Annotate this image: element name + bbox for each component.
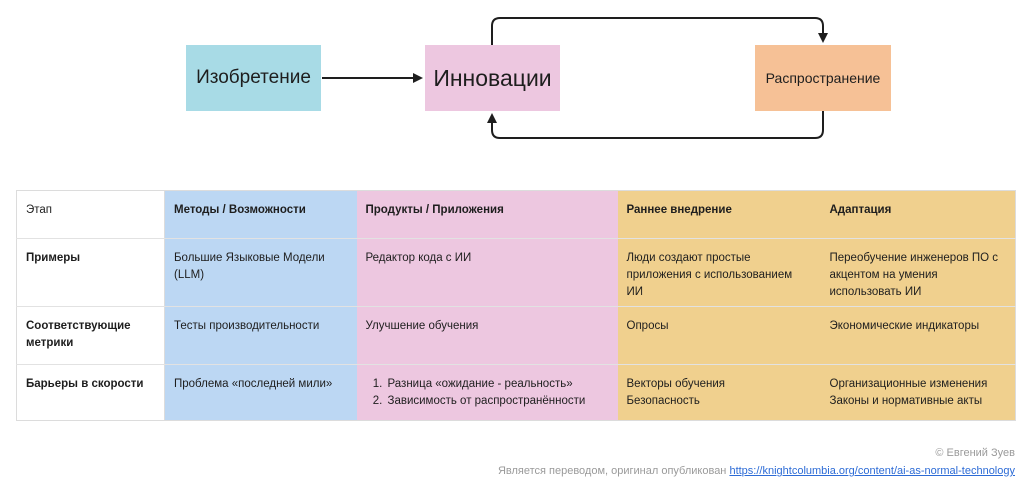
row-label-examples: Примеры (16, 238, 165, 307)
cell-metrics-methods: Тесты производительности (164, 306, 357, 365)
cell-metrics-early: Опросы (617, 306, 821, 365)
row-metrics: Соответствующие метрики Тесты производит… (16, 306, 1016, 365)
cell-examples-products: Редактор кода с ИИ (356, 238, 618, 307)
cell-line: Векторы обучения (626, 378, 726, 390)
cell-metrics-adaptation: Экономические индикаторы (820, 306, 1016, 365)
arrow-innovation-to-diffusion (491, 17, 828, 45)
row-label-metrics: Соответствующие метрики (16, 306, 165, 365)
cell-metrics-products: Улучшение обучения (356, 306, 618, 365)
cell-barriers-early: Векторы обучения Безопасность (617, 364, 821, 421)
source-prefix: Является переводом, оригинал опубликован (497, 465, 727, 477)
row-label-barriers: Барьеры в скорости (16, 364, 165, 421)
diffusion-box: Распространение (755, 45, 891, 111)
innovation-label: Инновации (433, 64, 552, 91)
row-examples: Примеры Большие Языковые Модели (LLM) Ре… (16, 238, 1016, 307)
header-early-adoption: Раннее внедрение (617, 190, 821, 239)
list-item: Разница «ожидание - реальность» (386, 376, 608, 393)
cell-line: Законы и нормативные акты (829, 395, 983, 407)
cell-barriers-products: Разница «ожидание - реальность» Зависимо… (356, 364, 618, 421)
cell-line: Безопасность (626, 395, 700, 407)
stages-table: Этап Методы / Возможности Продукты / При… (16, 190, 1016, 421)
arrow-diffusion-to-innovation (487, 111, 824, 139)
cell-examples-early: Люди создают простые приложения с исполь… (617, 238, 821, 307)
header-adaptation: Адаптация (820, 190, 1016, 239)
diffusion-label: Распространение (765, 70, 881, 86)
author-credit: © Евгений Зуев (935, 447, 1015, 459)
invention-label: Изобретение (196, 67, 311, 88)
list-item: Зависимость от распространённости (386, 393, 608, 410)
cell-examples-methods: Большие Языковые Модели (LLM) (164, 238, 357, 307)
barriers-products-list: Разница «ожидание - реальность» Зависимо… (366, 376, 608, 410)
cell-barriers-methods: Проблема «последней мили» (164, 364, 357, 421)
header-stage: Этап (16, 190, 165, 239)
source-link[interactable]: https://knightcolumbia.org/content/ai-as… (729, 465, 1015, 477)
header-row: Этап Методы / Возможности Продукты / При… (16, 190, 1016, 239)
cell-line: Организационные изменения (829, 378, 988, 390)
cell-barriers-adaptation: Организационные изменения Законы и норма… (820, 364, 1016, 421)
diagram-arrows (322, 17, 828, 139)
header-methods: Методы / Возможности (164, 190, 357, 239)
row-barriers: Барьеры в скорости Проблема «последней м… (16, 364, 1016, 421)
header-products: Продукты / Приложения (356, 190, 618, 239)
cell-examples-adaptation: Переобучение инженеров ПО с акцентом на … (820, 238, 1016, 307)
invention-box: Изобретение (186, 45, 321, 111)
innovation-box: Инновации (425, 45, 560, 111)
source-note: Является переводом, оригинал опубликован… (498, 465, 1015, 477)
